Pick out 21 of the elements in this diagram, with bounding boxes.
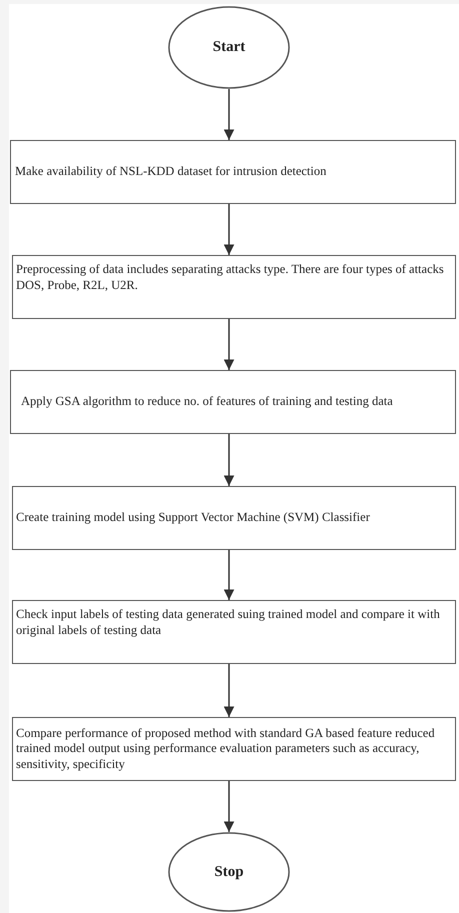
process-text: Make availability of NSL-KDD dataset for intrusion detection [15, 164, 328, 180]
arrow [224, 781, 234, 832]
process-text: Preprocessing of data includes separating attacks type. There are four types of attacks DOS, Probe, R2L, U2R. [16, 262, 445, 294]
process-box [10, 370, 456, 434]
process-box [12, 717, 456, 781]
arrow [224, 434, 234, 486]
process-text: Compare performance of proposed method with standard GA based feature reduced trained model output using performance evaluation parameters such as accuracy, sensitivity, specificity [16, 726, 436, 772]
process-box [12, 255, 456, 319]
arrow [224, 550, 234, 600]
arrow [224, 204, 234, 255]
terminal-label: Stop [214, 864, 244, 880]
arrow [224, 319, 234, 370]
process-text: Create training model using Support Vector Machine (SVM) Classifier [16, 510, 371, 526]
process-box [12, 600, 456, 664]
process-box [12, 486, 456, 550]
terminal-label: Start [212, 39, 246, 56]
arrow [224, 89, 234, 140]
process-text: Apply GSA algorithm to reduce no. of features of training and testing data [21, 394, 394, 410]
arrow [224, 664, 234, 717]
process-box [10, 140, 456, 204]
process-text: Check input labels of testing data generated suing trained model and compare it with original labels of testing data [16, 607, 441, 638]
